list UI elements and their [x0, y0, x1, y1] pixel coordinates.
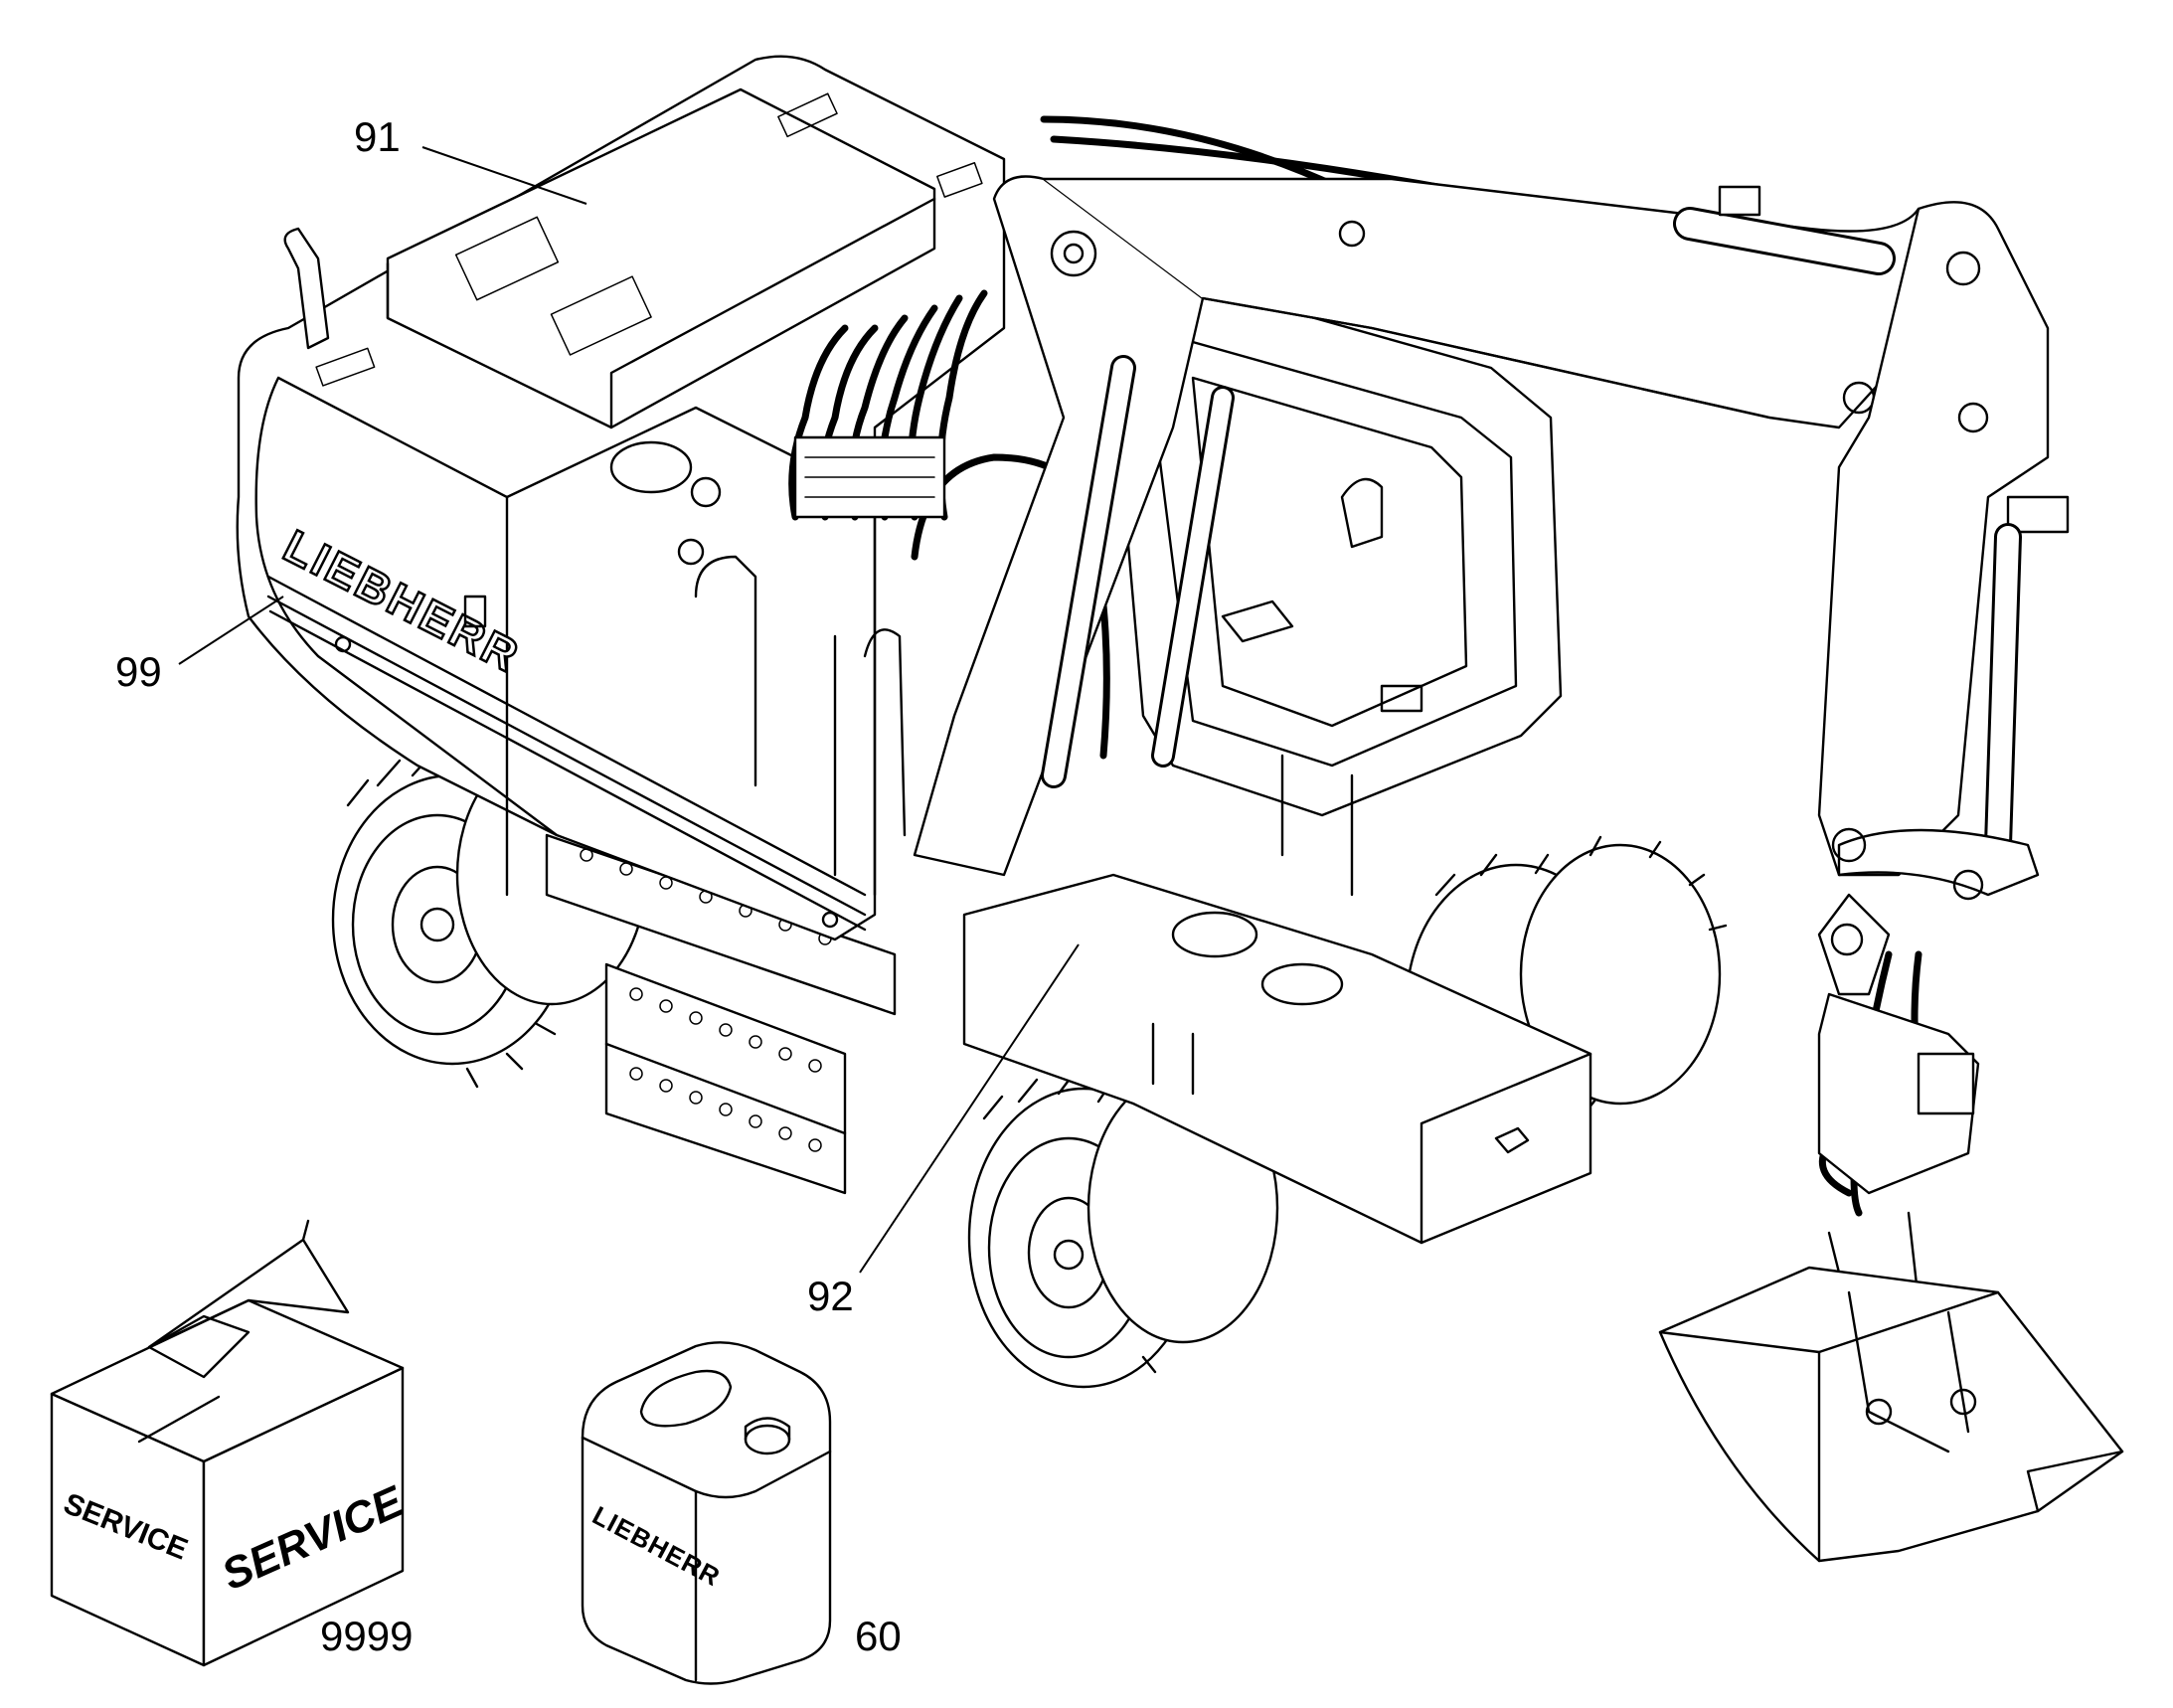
leader-99: [178, 596, 284, 665]
boom: [913, 175, 1950, 877]
handrails: [694, 555, 907, 877]
callout-99: 99: [115, 648, 162, 695]
callout-60: 60: [855, 1613, 902, 1659]
access-step: [545, 833, 897, 1195]
oil-canister-icon: LIEBHERR: [581, 1341, 832, 1685]
upper-carriage: LIEBHERR: [236, 55, 1006, 941]
undercarriage-beam: [962, 873, 1592, 1245]
service-box-icon: SERVICE SERVICE: [50, 1219, 412, 1667]
bucket: [1658, 1266, 2124, 1563]
callout-92: 92: [807, 1273, 854, 1319]
excavator-drawing: LIEBHERR: [236, 55, 2124, 1563]
stick: [1817, 201, 2070, 1314]
leader-91: [421, 146, 587, 205]
callout-91: 91: [354, 113, 401, 160]
leader-92: [859, 943, 1080, 1274]
callouts: 91 99 92 9999 60: [115, 113, 1080, 1659]
callout-9999: 9999: [320, 1613, 413, 1659]
